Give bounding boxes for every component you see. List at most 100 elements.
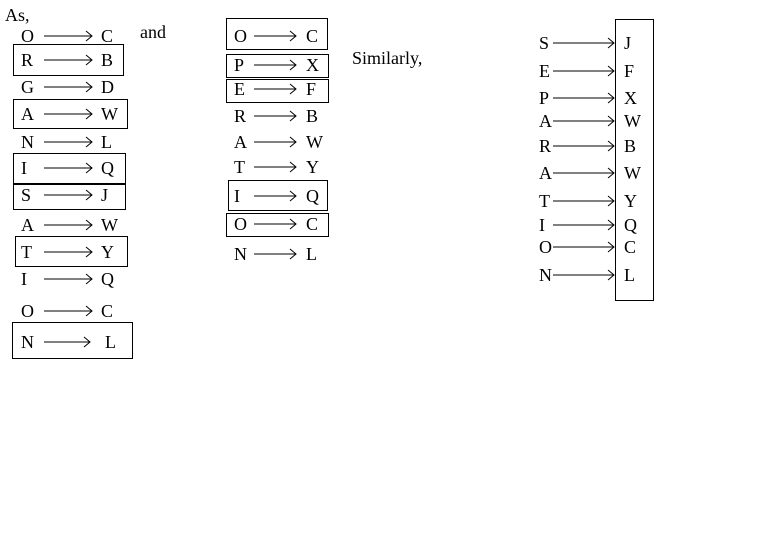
col1-from-letter: S xyxy=(21,185,32,205)
col2-highlight-box xyxy=(226,54,329,78)
col2-highlight-box xyxy=(226,79,329,103)
col2-to-letter: X xyxy=(306,55,319,75)
col3-to-letter: J xyxy=(624,33,632,53)
col1-from-letter: G xyxy=(21,77,34,97)
col2-from-letter: T xyxy=(234,157,245,177)
col2-to-letter: Q xyxy=(306,186,319,206)
col2-highlight-box xyxy=(228,180,328,211)
col3-arrow xyxy=(553,115,615,127)
col1-from-letter: T xyxy=(21,242,32,262)
col1-to-letter: C xyxy=(101,26,114,46)
col1-arrow xyxy=(44,246,93,258)
col2-from-letter: R xyxy=(234,106,247,126)
col1-from-letter: R xyxy=(21,50,34,70)
col1-to-letter: B xyxy=(101,50,114,70)
col1-highlight-box xyxy=(12,322,133,359)
col1-highlight-box xyxy=(15,236,128,267)
col3-arrow xyxy=(553,92,615,104)
col1-from-letter: I xyxy=(21,158,27,178)
col3-to-letter: B xyxy=(624,136,637,156)
col1-from-letter: A xyxy=(21,104,34,124)
col1-from-letter: A xyxy=(21,215,34,235)
col2-from-letter: O xyxy=(234,26,247,46)
col2-from-letter: P xyxy=(234,55,245,75)
col2-arrow xyxy=(254,161,297,173)
col1-to-letter: D xyxy=(101,77,114,97)
col3-arrow xyxy=(553,269,615,281)
result-box xyxy=(615,19,654,301)
col3-from-letter: I xyxy=(539,215,545,235)
col3-to-letter: L xyxy=(624,265,635,285)
col2-arrow xyxy=(254,218,297,230)
col2-to-letter: B xyxy=(306,106,319,126)
col3-from-letter: E xyxy=(539,61,550,81)
col2-arrow xyxy=(254,190,297,202)
col2-highlight-box xyxy=(226,213,329,237)
col3-from-letter: S xyxy=(539,33,550,53)
col1-from-letter: N xyxy=(21,332,34,352)
col1-arrow xyxy=(44,136,93,148)
col2-arrow xyxy=(254,30,297,42)
col2-arrow xyxy=(254,248,297,260)
col3-arrow xyxy=(553,37,615,49)
col2-arrow xyxy=(254,83,297,95)
col1-arrow xyxy=(44,273,93,285)
col2-to-letter: W xyxy=(306,132,323,152)
col2-to-letter: Y xyxy=(306,157,319,177)
col2-arrow xyxy=(254,136,297,148)
col2-from-letter: I xyxy=(234,186,240,206)
col3-to-letter: W xyxy=(624,163,641,183)
col3-to-letter: W xyxy=(624,111,641,131)
col2-from-letter: A xyxy=(234,132,247,152)
col3-arrow xyxy=(553,219,615,231)
col1-arrow xyxy=(44,108,93,120)
col1-arrow xyxy=(44,305,93,317)
col3-arrow xyxy=(553,140,615,152)
col3-from-letter: P xyxy=(539,88,550,108)
col1-highlight-box xyxy=(13,184,126,210)
col1-to-letter: L xyxy=(101,132,112,152)
and-label: and xyxy=(140,22,166,42)
col1-arrow xyxy=(44,336,91,348)
col1-highlight-box xyxy=(13,153,126,184)
as-label: As, xyxy=(5,5,30,25)
col3-arrow xyxy=(553,195,615,207)
col1-to-letter: L xyxy=(105,332,116,352)
col1-arrow xyxy=(44,219,93,231)
col2-highlight-box xyxy=(226,18,328,50)
col3-from-letter: O xyxy=(539,237,552,257)
col3-to-letter: Q xyxy=(624,215,637,235)
col1-to-letter: Q xyxy=(101,158,114,178)
col1-to-letter: J xyxy=(101,185,109,205)
col2-arrow xyxy=(254,110,297,122)
col1-from-letter: O xyxy=(21,26,34,46)
col1-to-letter: C xyxy=(101,301,114,321)
col2-arrow xyxy=(254,59,297,71)
col1-arrow xyxy=(44,30,93,42)
col2-from-letter: E xyxy=(234,79,245,99)
col2-from-letter: O xyxy=(234,214,247,234)
col1-arrow xyxy=(44,81,93,93)
col2-to-letter: L xyxy=(306,244,317,264)
col1-to-letter: Y xyxy=(101,242,114,262)
col3-to-letter: C xyxy=(624,237,637,257)
col1-highlight-box xyxy=(13,99,128,129)
col3-from-letter: N xyxy=(539,265,552,285)
col1-arrow xyxy=(44,189,93,201)
col1-arrow xyxy=(44,54,93,66)
col1-to-letter: W xyxy=(101,215,118,235)
col1-from-letter: O xyxy=(21,301,34,321)
col3-from-letter: A xyxy=(539,163,552,183)
col1-from-letter: N xyxy=(21,132,34,152)
col1-from-letter: I xyxy=(21,269,27,289)
similarly-label: Similarly, xyxy=(352,48,423,68)
col3-to-letter: F xyxy=(624,61,635,81)
col3-arrow xyxy=(553,167,615,179)
col3-from-letter: T xyxy=(539,191,550,211)
col3-from-letter: R xyxy=(539,136,552,156)
col3-arrow xyxy=(553,65,615,77)
col1-arrow xyxy=(44,162,93,174)
col3-arrow xyxy=(553,241,615,253)
col2-to-letter: C xyxy=(306,26,319,46)
